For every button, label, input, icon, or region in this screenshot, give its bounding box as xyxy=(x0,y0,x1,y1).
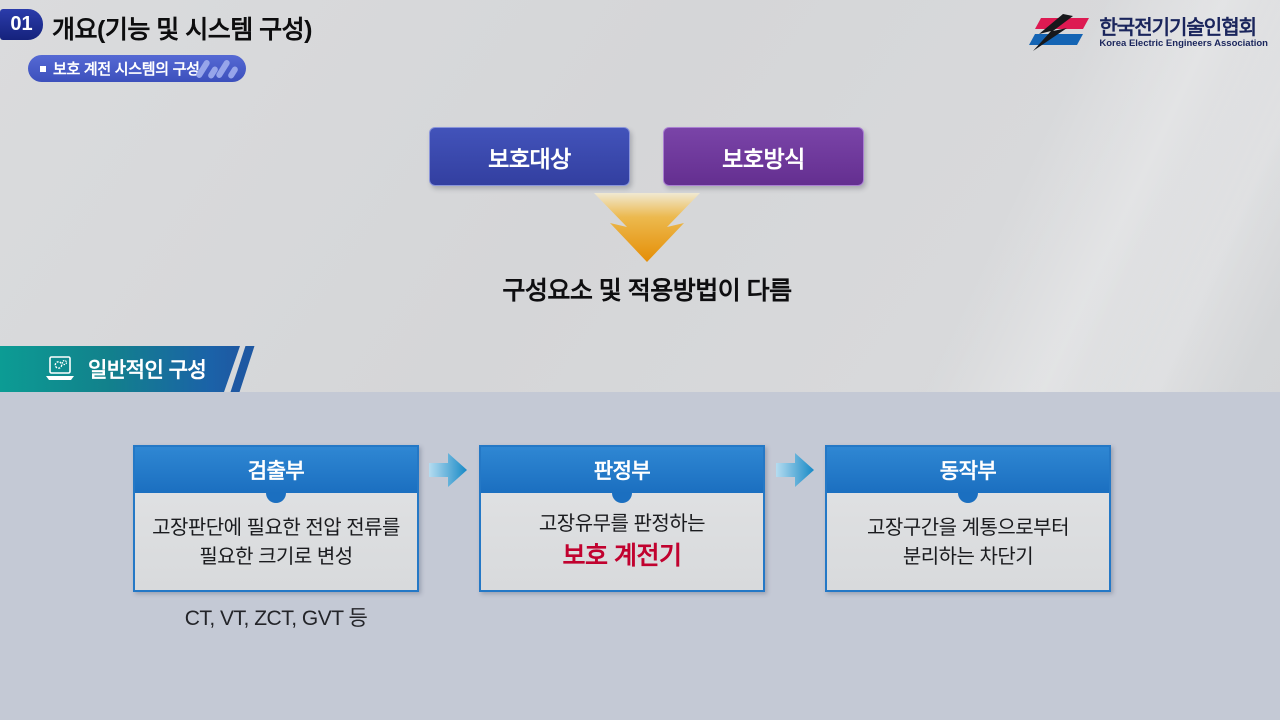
flow-box-operation: 동작부 고장구간을 계통으로부터 분리하는 차단기 xyxy=(825,445,1111,592)
flow-box-text: 고장구간을 계통으로부터 xyxy=(867,517,1069,540)
flow-box-header: 동작부 xyxy=(827,447,1109,503)
section-header-bar: 일반적인 구성 xyxy=(0,346,240,392)
flow-box-detection: 검출부 고장판단에 필요한 전압 전류를 필요한 크기로 변성 xyxy=(133,445,419,592)
lightning-bolt-logo-icon xyxy=(1029,14,1090,51)
bullet-square-icon xyxy=(40,65,46,72)
flow-box-judgment: 판정부 고장유무를 판정하는 보호 계전기 xyxy=(479,445,765,592)
logo-name-korean: 한국전기기술인협회 xyxy=(1099,16,1257,39)
slide-number: 01 xyxy=(10,13,33,35)
flow-box-body: 고장유무를 판정하는 보호 계전기 xyxy=(481,493,763,588)
conclusion-text: 구성요소 및 적용방법이 다름 xyxy=(502,277,792,305)
flow-box-highlight: 보호 계전기 xyxy=(562,542,682,571)
protection-method-label: 보호방식 xyxy=(722,145,805,172)
subtitle-pill: 보호 계전 시스템의 구성 xyxy=(28,55,246,82)
organization-logo: 한국전기기술인협회 Korea Electric Engineers Assoc… xyxy=(1025,14,1268,52)
flow-box-body: 고장구간을 계통으로부터 분리하는 차단기 xyxy=(827,493,1109,588)
laptop-gear-icon xyxy=(44,356,76,383)
flow-note: CT, VT, ZCT, GVT 등 xyxy=(184,607,368,630)
page-title: 개요(기능 및 시스템 구성) xyxy=(52,16,313,44)
flow-box-header: 검출부 xyxy=(135,447,417,503)
flow-box-title: 동작부 xyxy=(939,460,997,483)
flow-box-text: 필요한 크기로 변성 xyxy=(199,545,353,568)
section-title: 일반적인 구성 xyxy=(88,359,207,382)
flow-box-title: 검출부 xyxy=(247,460,305,483)
slide-number-badge: 01 xyxy=(0,9,43,40)
right-arrow-icon xyxy=(776,453,814,487)
flow-box-title: 판정부 xyxy=(593,460,651,483)
flow-box-text: 고장판단에 필요한 전압 전류를 xyxy=(152,517,400,540)
protection-target-box: 보호대상 xyxy=(429,127,630,186)
background-streaks xyxy=(660,0,1280,400)
flow-box-text: 고장유무를 판정하는 xyxy=(538,513,706,536)
flow-box-header: 판정부 xyxy=(481,447,763,503)
flow-box-text: 분리하는 차단기 xyxy=(902,545,1034,568)
protection-method-box: 보호방식 xyxy=(663,127,864,186)
flow-box-body: 고장판단에 필요한 전압 전류를 필요한 크기로 변성 xyxy=(135,493,417,588)
right-arrow-icon xyxy=(429,453,467,487)
subtitle-label: 보호 계전 시스템의 구성 xyxy=(53,61,200,78)
protection-target-label: 보호대상 xyxy=(488,145,571,172)
logo-name-english: Korea Electric Engineers Association xyxy=(1099,37,1268,49)
logo-text: 한국전기기술인협회 Korea Electric Engineers Assoc… xyxy=(1099,16,1268,49)
down-arrow-icon xyxy=(594,193,700,262)
slash-decor-icon xyxy=(226,65,239,80)
